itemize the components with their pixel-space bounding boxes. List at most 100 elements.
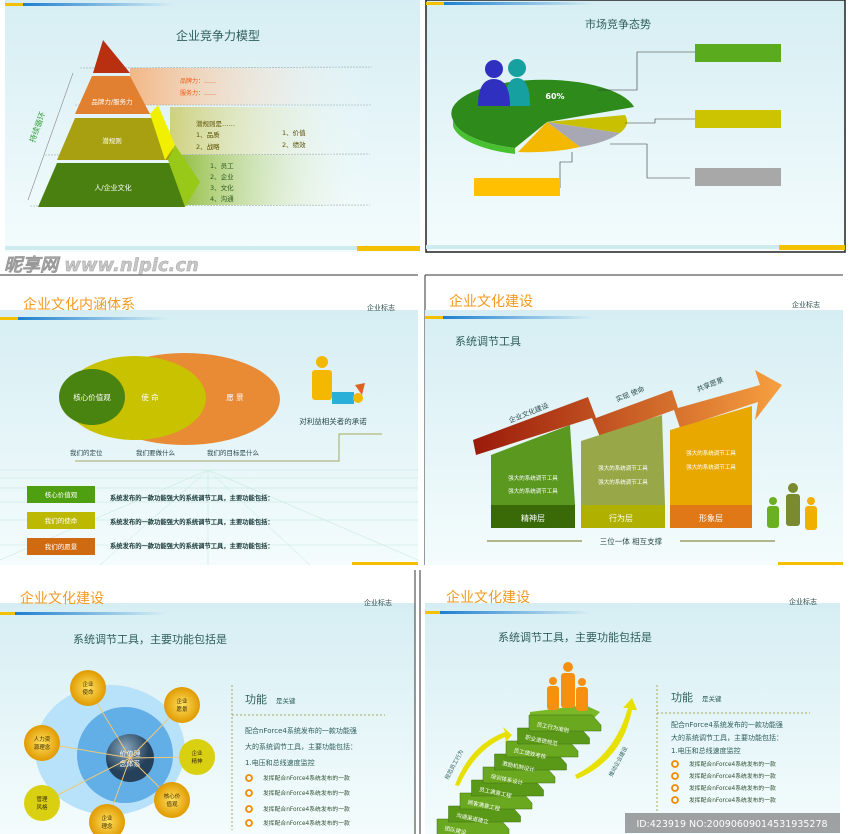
pyramid-apex: [93, 40, 130, 73]
legend-box-gray: [695, 168, 781, 186]
function-subtitle: 是关键: [702, 694, 722, 703]
band-text: 品牌力：……: [180, 77, 216, 85]
header-line: [18, 317, 168, 320]
bullet-text: 发挥配合nForce4系统发布的一款: [263, 789, 350, 797]
satellite-node: [70, 670, 106, 706]
satellite-label: 管理: [36, 795, 48, 803]
logo-text: 企业标志: [789, 597, 817, 606]
pyramid-level-2: [57, 118, 178, 160]
level-label: 人/企业文化: [94, 183, 131, 192]
footer-accent: [778, 562, 843, 565]
satellite-label: 企业: [101, 814, 113, 822]
paragraph-line: 大的系统调节工具，主要功能包括：: [671, 733, 783, 742]
paragraph-line: 大的系统调节工具，主要功能包括：: [245, 742, 357, 751]
header-line: [23, 3, 173, 6]
connector-line: [75, 433, 382, 462]
id-watermark-box: [625, 813, 840, 833]
caption: 我们的目标是什么: [207, 448, 260, 457]
column-text: 强大的系统调节工具: [686, 463, 736, 471]
stair-label: 团队建设: [444, 824, 468, 834]
slide-value-system: 企业文化建设 企业标志 系统调节工具，主要功能包括是 价值理 念体系 企业使命 …: [0, 570, 416, 834]
paragraph-line: 配合nForce4系统发布的一款功能强: [245, 726, 357, 735]
satellite-links: [41, 687, 198, 823]
team-on-top-icon: [547, 662, 588, 711]
satellite-node: [89, 804, 125, 834]
caption: 我们要做什么: [136, 448, 176, 457]
satellite-label: 精神: [191, 757, 203, 765]
subtitle: 系统调节工具: [455, 335, 521, 348]
slide-competitiveness-model: 企业竞争力模型 品牌力/服务力 潜规则 人/企业文化 持续循环 品牌力：…… 服…: [5, 0, 420, 252]
satellite-node: [164, 687, 200, 723]
subtitle: 系统调节工具，主要功能包括是: [73, 632, 227, 646]
satellite-label: 使命: [82, 688, 94, 696]
satellite-node: [24, 725, 60, 761]
satellite-label: 愿景: [176, 706, 188, 713]
logo-text: 企业标志: [367, 303, 395, 312]
ellipse-label: 愿 景: [226, 393, 244, 402]
band-text: 2、绩效: [282, 140, 306, 149]
column-base: [491, 505, 575, 528]
satellite-label: 企业: [176, 697, 188, 705]
slide-market-competition: 市场竞争态势 60%: [425, 0, 846, 253]
header-line: [443, 316, 593, 319]
footer-accent: [352, 562, 418, 565]
function-panel: 功能 是关键 配合nForce4系统发布的一款功能强 大的系统调节工具，主要功能…: [231, 685, 385, 830]
pie-slice-yellow: [547, 115, 628, 133]
band-text: 4、沟通: [210, 194, 234, 203]
bullet-icons: [245, 774, 253, 827]
bullet-text: 发挥配合nForce4系统发布的一款: [689, 760, 776, 768]
column-label: 精神层: [521, 513, 545, 523]
paragraph-line: 1.电压和总线速度监控: [245, 758, 315, 767]
column-image: [670, 406, 752, 505]
pyramid-level-3: [38, 163, 185, 207]
row-tag-label: 我们的使命: [45, 516, 78, 525]
header-accent: [426, 2, 444, 5]
callout-lines: [559, 51, 695, 188]
pie-edge-green: [453, 120, 515, 154]
legend-box-green: [695, 44, 781, 62]
row-tag: [27, 512, 95, 529]
satellite-node: [154, 782, 190, 818]
satellite-label: 风格: [36, 803, 48, 811]
header-accent: [0, 317, 18, 320]
slide-title: 市场竞争态势: [585, 17, 651, 31]
column-spirit: [491, 425, 575, 505]
header-accent: [0, 612, 15, 615]
slide-title: 企业文化建设: [446, 589, 530, 606]
function-title: 功能: [245, 692, 267, 706]
legend-box-orange: [474, 178, 560, 196]
bullet-text: 发挥配合nForce4系统发布的一款: [263, 819, 350, 827]
column-base: [581, 505, 665, 528]
footer-accent: [357, 246, 420, 251]
column-label: 形象层: [699, 513, 723, 523]
pie-slice-orange: [518, 122, 580, 153]
satellite-label: 源理念: [34, 743, 51, 751]
satellite-label: 值观: [166, 800, 178, 808]
cycle-arrow: [27, 72, 74, 201]
band-text: 1、员工: [210, 162, 234, 170]
slide-title: 企业竞争力模型: [176, 28, 260, 43]
bullet-text: 发挥配合nForce4系统发布的一款: [689, 772, 776, 780]
core-values-circle: [59, 369, 125, 425]
row-text: 系统发布的一款功能强大的系统调节工具，主要功能包括：: [110, 541, 274, 550]
band-culture: [180, 155, 370, 205]
satellite-label: 企业: [191, 749, 203, 757]
footer-accent: [779, 245, 845, 250]
band-brand: [130, 68, 372, 105]
slide-culture-building-tools: 企业文化建设 企业标志 系统调节工具 企业文化建设 实现 使命 共享愿景 强大的…: [424, 274, 843, 565]
header-accent: [5, 3, 23, 6]
column-text: 强大的系统调节工具: [598, 464, 648, 472]
slide-title: 企业文化内涵体系: [23, 296, 135, 313]
row-tag-label: 核心价值观: [45, 490, 78, 499]
paragraph-line: 配合nForce4系统发布的一款功能强: [671, 720, 783, 729]
header-accent: [425, 611, 440, 614]
footer-bar: [5, 246, 357, 250]
people-icon: [478, 59, 530, 106]
satellite-nodes: [24, 670, 215, 834]
satellite-label: 企业: [82, 680, 94, 688]
row-tag: [27, 486, 95, 503]
band-text: 1、价值: [282, 128, 306, 137]
growth-arrow: [473, 370, 782, 455]
bullet-text: 发挥配合nForce4系统发布的一款: [263, 805, 350, 813]
person-with-money-icon: [312, 356, 365, 404]
